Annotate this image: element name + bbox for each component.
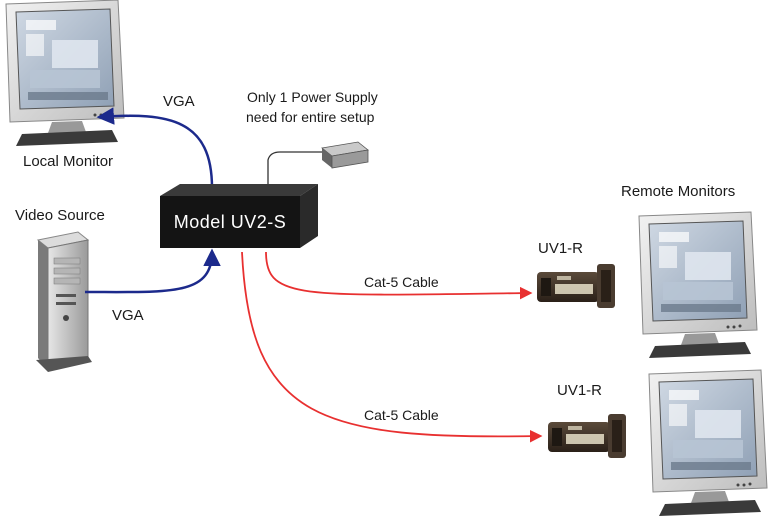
- model-box-label: Model UV2-S: [174, 212, 287, 232]
- local-monitor-label: Local Monitor: [23, 153, 113, 170]
- vga-label-bottom: VGA: [112, 307, 144, 324]
- video-source-label: Video Source: [15, 207, 105, 224]
- pc-tower-icon: [36, 231, 92, 372]
- vga-line-to-local-monitor: [96, 107, 214, 189]
- receiver-1-icon: [537, 264, 615, 308]
- remote-monitors-label: Remote Monitors: [621, 183, 735, 200]
- model-uv2-s-box: Model UV2-S: [160, 184, 318, 248]
- remote-monitor-1-icon: [638, 211, 758, 359]
- cat5-line-2: [241, 251, 543, 443]
- vga-label-top: VGA: [163, 93, 195, 110]
- cat5-line-1: [265, 251, 533, 300]
- remote-monitor-2-icon: [648, 369, 768, 517]
- local-monitor-icon: [5, 0, 125, 147]
- power-note-line1: Only 1 Power Supply: [247, 89, 378, 105]
- cat5-label-1: Cat-5 Cable: [364, 274, 439, 290]
- power-brick-icon: [267, 141, 369, 190]
- vga-line-from-video-source: [84, 248, 221, 294]
- receiver-2-icon: [548, 414, 626, 458]
- receiver-1-label: UV1-R: [538, 240, 583, 257]
- receiver-2-label: UV1-R: [557, 382, 602, 399]
- cat5-label-2: Cat-5 Cable: [364, 407, 439, 423]
- power-note-line2: need for entire setup: [246, 109, 375, 125]
